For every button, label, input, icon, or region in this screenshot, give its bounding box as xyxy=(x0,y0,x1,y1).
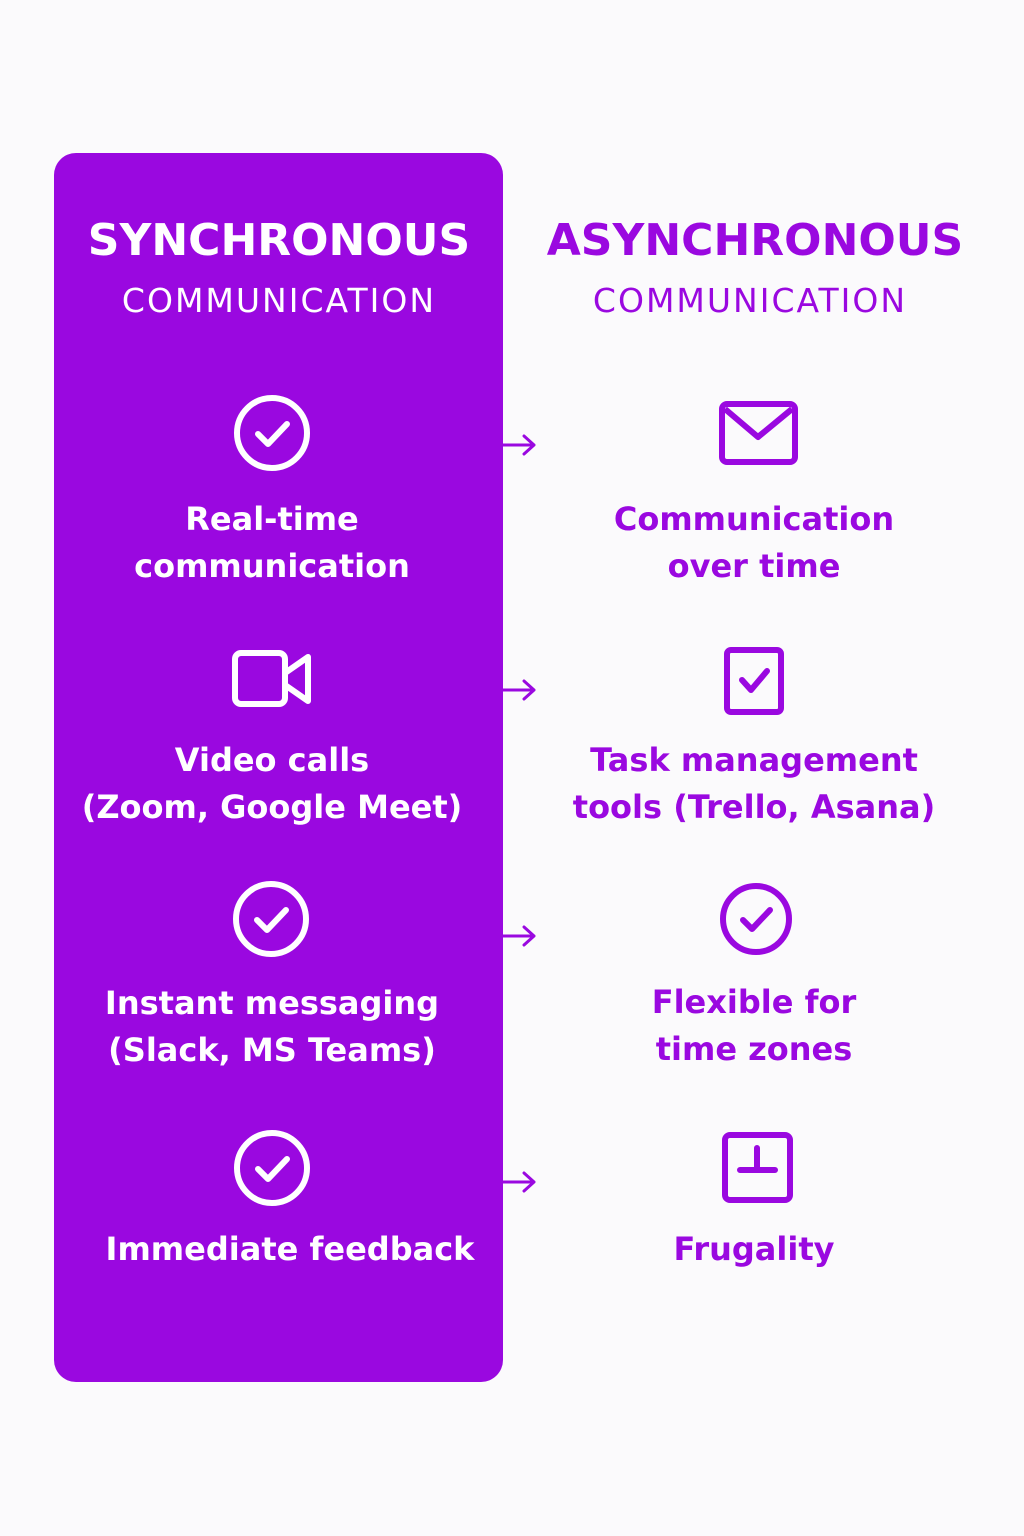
sync-item-realtime: Real-time communication xyxy=(134,500,410,585)
calendar-box-icon xyxy=(716,1126,800,1210)
asynchronous-title: ASYNCHRONOUS xyxy=(546,215,964,266)
check-circle-icon xyxy=(230,391,314,475)
arrow-right-icon xyxy=(500,433,540,457)
sync-item-instant-messaging: Instant messaging (Slack, MS Teams) xyxy=(104,984,440,1069)
arrow-right-icon xyxy=(500,924,540,948)
check-circle-icon xyxy=(229,877,313,961)
arrow-right-icon xyxy=(500,678,540,702)
arrow-right-icon xyxy=(500,1170,540,1194)
sync-item-immediate-feedback: Immediate feedback xyxy=(105,1230,475,1268)
async-item-over-time: Communication over time xyxy=(613,500,895,585)
synchronous-subtitle: COMMUNICATION xyxy=(121,281,437,320)
check-circle-icon xyxy=(714,877,798,961)
async-item-task-tools: Task management tools (Trello, Asana) xyxy=(572,741,936,826)
synchronous-panel xyxy=(54,153,503,1382)
async-item-frugality: Frugality xyxy=(673,1230,835,1268)
video-camera-icon xyxy=(230,637,314,721)
asynchronous-subtitle: COMMUNICATION xyxy=(592,281,908,320)
checkbox-icon xyxy=(712,640,796,724)
sync-item-video-calls: Video calls (Zoom, Google Meet) xyxy=(81,741,463,826)
async-item-time-zones: Flexible for time zones xyxy=(651,983,857,1068)
check-circle-icon xyxy=(230,1126,314,1210)
envelope-icon xyxy=(717,392,801,476)
synchronous-title: SYNCHRONOUS xyxy=(87,215,471,266)
